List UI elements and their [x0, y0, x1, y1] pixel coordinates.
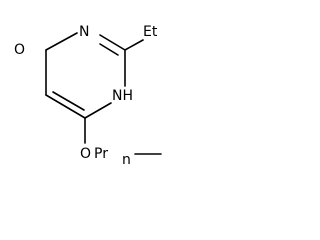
atom-label-carbonyl-oxygen: O [14, 42, 25, 58]
bond-n3-c4 [45, 32, 78, 51]
bond-c5-c6-double [52, 91, 85, 111]
atom-label-nitrogen-n3: N [79, 24, 89, 40]
atom-label-ether-oxygen: O [80, 146, 91, 162]
atom-label-nh: NH [112, 88, 133, 104]
bond-c6-n1 [84, 102, 112, 119]
bond-c5-c6 [45, 94, 86, 119]
atom-label-propyl: Pr [94, 146, 108, 162]
chemical-structure-diagram: O N Et NH O Pr n [14, 24, 162, 167]
atom-label-propyl-suffix: n [122, 152, 131, 167]
bond-c2-n3 [99, 34, 126, 51]
atom-label-ethyl: Et [143, 24, 158, 40]
bond-c2-n3-double [99, 43, 119, 56]
bond-c2-ethyl [124, 39, 144, 51]
